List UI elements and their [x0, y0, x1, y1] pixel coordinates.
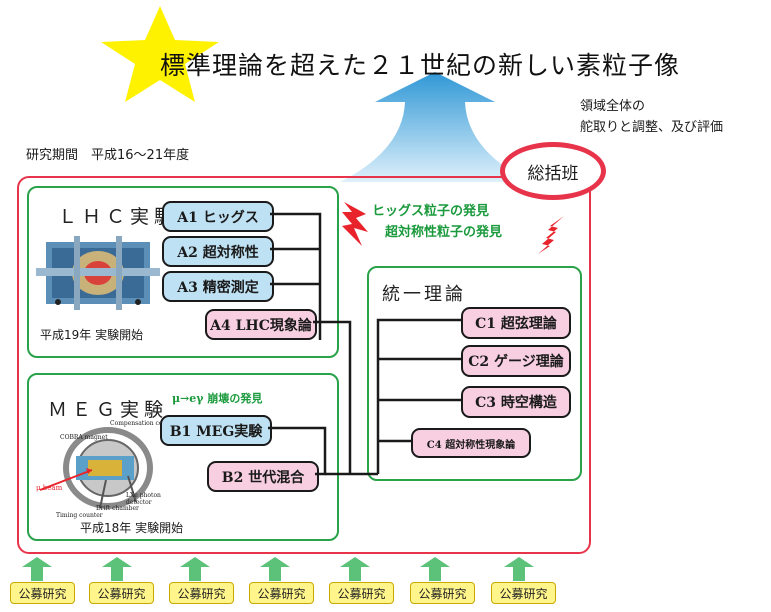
lhc-panel-title: ＬＨＣ実験 — [58, 206, 179, 228]
meg-label-compensation-coil: Compensation coil — [110, 420, 167, 427]
lhc-start-text: 平成19年 実験開始 — [40, 328, 144, 342]
meg-label-mu-beam: μ beam — [36, 484, 63, 492]
item-c1-string-theory: C1 超弦理論 — [461, 307, 571, 339]
public-research-box: 公募研究 — [329, 582, 394, 604]
item-a2-supersymmetry: A2 超対称性 — [162, 236, 274, 267]
item-a3-precision: A3 精密測定 — [162, 271, 274, 302]
up-arrow-icon — [102, 557, 132, 581]
management-line-2: 舵取りと調整、及び評価 — [580, 120, 724, 135]
discovery-mu-e-gamma: μ→eγ 崩壊の発見 — [172, 392, 263, 405]
up-arrow-icon — [340, 557, 370, 581]
meg-label-drift-chamber: Drift chamber — [96, 505, 139, 512]
up-arrow-icon — [22, 557, 52, 581]
lhc-panel — [27, 186, 339, 358]
meg-panel-title: ＭＥＧ実験 — [48, 399, 169, 421]
outer-frame — [17, 176, 591, 554]
public-research-box: 公募研究 — [249, 582, 314, 604]
item-a4-lhc-phenomenology: A4 LHC現象論 — [205, 309, 317, 340]
public-research-box: 公募研究 — [491, 582, 556, 604]
public-research-box: 公募研究 — [89, 582, 154, 604]
big-up-arrow-icon — [340, 72, 530, 182]
management-line-1: 領域全体の — [580, 99, 646, 114]
discovery-higgs: ヒッグス粒子の発見 — [372, 204, 490, 219]
public-research-box: 公募研究 — [410, 582, 475, 604]
meg-start-text: 平成18年 実験開始 — [80, 521, 184, 535]
item-b1-meg: B1 MEG実験 — [160, 415, 272, 446]
meg-label-cobra-magnet: COBRA magnet — [60, 434, 108, 441]
coordination-group-label: 総括班 — [527, 163, 579, 184]
lhc-detector-image — [34, 232, 162, 316]
theory-panel — [367, 266, 582, 481]
item-c2-gauge-theory: C2 ゲージ理論 — [461, 345, 571, 377]
coordination-group-badge: 総括班 — [500, 142, 606, 200]
item-c3-spacetime: C3 時空構造 — [461, 386, 571, 418]
meg-label-timing-counter: Timing counter — [56, 512, 103, 519]
theory-panel-title: 統一理論 — [382, 284, 466, 305]
item-c4-susy-phenomenology: C4 超対称性現象論 — [411, 428, 531, 458]
meg-label-lxe-detector: LXe photon detector — [126, 492, 161, 506]
public-research-box: 公募研究 — [169, 582, 234, 604]
up-arrow-icon — [420, 557, 450, 581]
item-a1-higgs: A1 ヒッグス — [162, 201, 274, 232]
research-period: 研究期間 平成16〜21年度 — [26, 148, 190, 163]
lightning-icon — [538, 216, 564, 254]
meg-detector-image — [39, 427, 153, 509]
star-icon — [101, 6, 219, 102]
page-title: 標準理論を超えた２１世紀の新しい素粒子像 — [160, 51, 681, 80]
meg-panel — [27, 373, 339, 541]
up-arrow-icon — [260, 557, 290, 581]
up-arrow-icon — [504, 557, 534, 581]
item-b2-generation-mixing: B2 世代混合 — [207, 461, 319, 492]
lightning-icon — [342, 202, 368, 246]
up-arrow-icon — [180, 557, 210, 581]
public-research-box: 公募研究 — [10, 582, 75, 604]
discovery-susy: 超対称性粒子の発見 — [385, 225, 503, 240]
